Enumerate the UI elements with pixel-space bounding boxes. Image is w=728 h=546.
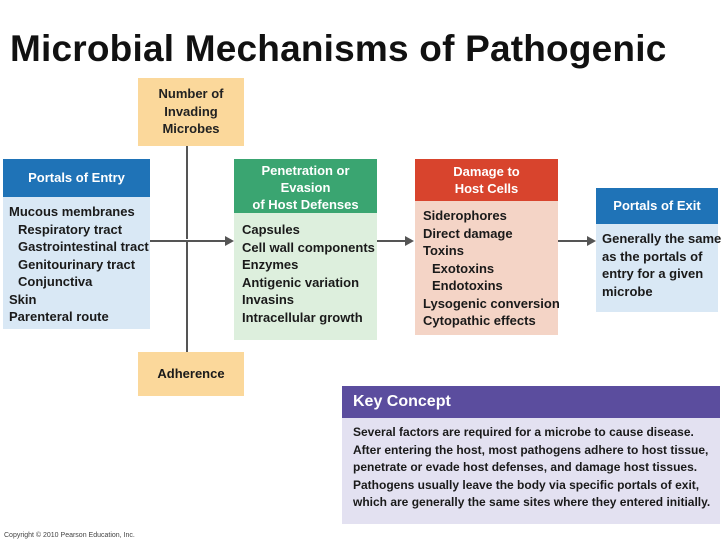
key-concept-line: Several factors are required for a micro…: [353, 425, 694, 439]
key-concept-line: which are generally the same sites where…: [353, 495, 711, 509]
entry-list-item: Parenteral route: [9, 309, 109, 324]
entry-list-item: Gastrointestinal tract: [18, 239, 149, 254]
penetration-box: Penetration or Evasion of Host Defenses Ca…: [234, 159, 377, 340]
penetration-list-item: Cell wall components: [242, 239, 375, 255]
exit-text-line: entry for a given: [602, 266, 704, 281]
penetration-list-item: Antigenic variation: [242, 274, 360, 290]
entry-list-item: Respiratory tract: [18, 221, 123, 237]
key-concept-line: After entering the host, most pathogens …: [353, 442, 709, 457]
entry-list-item: Mucous membranes: [9, 204, 135, 219]
entry-list-item: Conjunctiva: [18, 274, 93, 289]
key-concept-title: Key Concept: [353, 393, 451, 410]
adherence-label: Adherence: [157, 366, 225, 381]
damage-header-line: Host Cells: [454, 181, 519, 196]
number-box-line: Number of: [158, 86, 224, 101]
key-concept-line: Pathogens usually leave the body via spe…: [353, 477, 700, 492]
damage-header: Damage to Host Cells: [415, 159, 558, 201]
penetration-list-item: Invasins: [242, 292, 295, 307]
entry-list-item: Skin: [9, 291, 37, 307]
exit-text-line: Generally the same: [602, 231, 722, 246]
number-box-line: Microbes: [162, 121, 220, 136]
penetration-list-item: Intracellular growth: [242, 309, 363, 325]
number-box-line: Invading: [164, 103, 218, 119]
portals-of-exit-title: Portals of Exit: [613, 198, 701, 213]
arrow-to-exit-icon: [587, 236, 596, 246]
damage-list-item: Toxins: [423, 243, 464, 258]
penetration-header: Penetration or Evasion of Host Defenses: [234, 159, 377, 213]
damage-list-item: Direct damage: [423, 225, 513, 241]
portals-of-entry-title: Portals of Entry: [28, 170, 125, 185]
damage-header-line: Damage to: [453, 164, 520, 179]
portals-of-entry-header: Portals of Entry: [3, 159, 150, 197]
key-concept-line: penetrate or evade host defenses, and da…: [353, 460, 698, 474]
penetration-list-item: Enzymes: [242, 257, 299, 272]
adherence-box: Adherence: [138, 352, 244, 396]
damage-list-item: Endotoxins: [432, 278, 503, 293]
key-concept-box: Key Concept Several factors are required…: [342, 386, 720, 524]
number-connector: [186, 146, 188, 239]
penetration-to-damage-line: [377, 240, 406, 242]
entry-to-penetration-line: [150, 240, 226, 242]
copyright-notice: Copyright © 2010 Pearson Education, Inc.: [4, 532, 135, 539]
penetration-list-item: Capsules: [242, 222, 300, 237]
damage-list-item: Siderophores: [423, 208, 507, 223]
damage-to-exit-line: [558, 240, 588, 242]
penetration-header-line: Evasion: [280, 180, 331, 195]
exit-text-line: as the portals of: [602, 248, 703, 264]
penetration-header-line: Penetration or: [261, 163, 350, 178]
page-title: Microbial Mechanisms of Pathogenic: [10, 28, 667, 69]
exit-text-line: microbe: [602, 283, 653, 299]
adherence-connector: [186, 242, 188, 352]
portals-of-exit-header: Portals of Exit: [596, 188, 718, 224]
key-concept-header: Key Concept: [342, 386, 720, 418]
damage-list-item: Exotoxins: [432, 260, 495, 276]
damage-list-item: Lysogenic conversion: [423, 295, 560, 311]
damage-list-item: Cytopathic effects: [423, 313, 536, 328]
penetration-header-line: of Host Defenses: [252, 197, 359, 212]
arrow-to-penetration-icon: [225, 236, 234, 246]
portals-of-exit-box: Portals of Exit Generally the same as the…: [596, 188, 722, 312]
arrow-to-damage-icon: [405, 236, 414, 246]
entry-list-item: Genitourinary tract: [18, 256, 136, 272]
